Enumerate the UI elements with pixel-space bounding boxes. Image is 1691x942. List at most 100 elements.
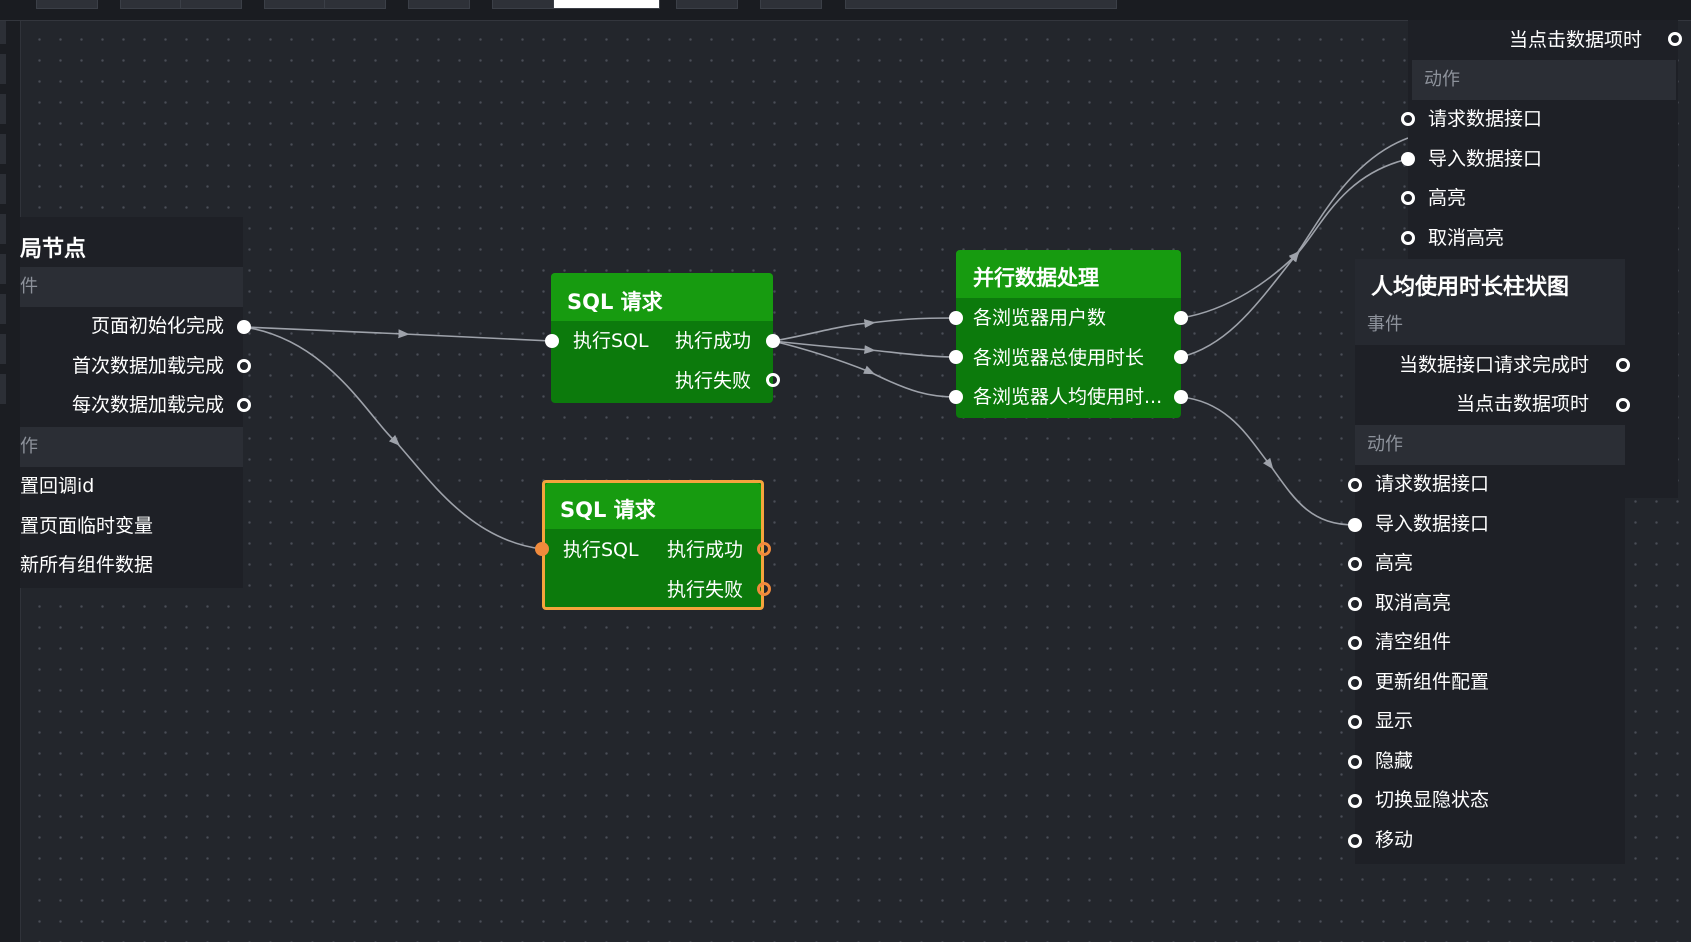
node-title: 人均使用时长柱状图 <box>1371 275 1570 300</box>
port-item1-in[interactable] <box>949 311 963 325</box>
left-toolbar-segment <box>0 14 6 44</box>
actions-section-header: 作 <box>20 427 243 467</box>
sql-request-node-selected[interactable]: SQL 请求 执行SQL 执行成功 执行失败 <box>542 480 764 610</box>
action-hide: 隐藏 <box>1375 750 1414 772</box>
event-each-load: 每次数据加载完成 <box>71 394 224 416</box>
left-toolbar <box>0 0 21 942</box>
port-show-in[interactable] <box>1348 715 1362 729</box>
port-page-init-out[interactable] <box>237 320 251 334</box>
action-request-api: 请求数据接口 <box>1375 473 1490 495</box>
port-item2-out[interactable] <box>1174 350 1188 364</box>
left-toolbar-segment <box>0 174 6 204</box>
action-show: 显示 <box>1375 710 1414 732</box>
node-header <box>545 483 761 529</box>
port-toggle-visibility-in[interactable] <box>1348 794 1362 808</box>
toolbar-search-box[interactable] <box>845 0 1117 9</box>
port-update-config-in[interactable] <box>1348 676 1362 690</box>
port-sql2-success[interactable] <box>757 542 771 556</box>
port-request-api-in[interactable] <box>1348 478 1362 492</box>
left-toolbar-segment <box>0 94 6 124</box>
bar-chart-node[interactable]: 人均使用时长柱状图 事件 当数据接口请求完成时 当点击数据项时 动作 请求数据接… <box>1355 259 1625 864</box>
port-api-complete-out[interactable] <box>1616 358 1630 372</box>
port-unhighlight-in[interactable] <box>1348 597 1362 611</box>
port-item3-in[interactable] <box>949 390 963 404</box>
port-item2-in[interactable] <box>949 350 963 364</box>
action-highlight: 高亮 <box>1375 552 1414 574</box>
toolbar-button[interactable] <box>264 0 326 9</box>
item-total-duration: 各浏览器总使用时长 <box>973 347 1145 369</box>
top-toolbar <box>0 0 1691 21</box>
node-title: SQL 请求 <box>567 290 663 314</box>
port-sql2-in[interactable] <box>535 542 549 556</box>
port-hide-in[interactable] <box>1348 755 1362 769</box>
node-title: SQL 请求 <box>560 498 656 522</box>
left-toolbar-segment <box>0 334 6 364</box>
left-toolbar-segment <box>0 374 6 404</box>
action-request-api: 请求数据接口 <box>1428 108 1543 130</box>
output-success: 执行成功 <box>674 330 751 352</box>
port-click-item-out[interactable] <box>1668 32 1682 46</box>
left-toolbar-segment <box>0 254 6 284</box>
toolbar-button[interactable] <box>676 0 738 9</box>
port-first-load-out[interactable] <box>237 359 251 373</box>
output-fail: 执行失败 <box>674 370 751 392</box>
action-set-callback: 置回调id <box>20 475 95 497</box>
global-node[interactable]: 局节点 件 页面初始化完成 首次数据加载完成 每次数据加载完成 作 置回调id … <box>20 217 243 588</box>
event-click-item: 当点击数据项时 <box>1508 29 1642 51</box>
output-fail: 执行失败 <box>666 579 743 601</box>
toolbar-button[interactable] <box>492 0 554 9</box>
item-user-count: 各浏览器用户数 <box>973 307 1107 329</box>
port-move-in[interactable] <box>1348 834 1362 848</box>
port-highlight-in[interactable] <box>1348 557 1362 571</box>
toolbar-button[interactable] <box>120 0 182 9</box>
events-section-header: 事件 <box>1355 305 1625 345</box>
item-avg-duration: 各浏览器人均使用时... <box>973 386 1163 408</box>
action-unhighlight: 取消高亮 <box>1375 592 1452 614</box>
port-item3-out[interactable] <box>1174 390 1188 404</box>
port-each-load-out[interactable] <box>237 398 251 412</box>
node-header <box>956 250 1181 298</box>
actions-section-header: 动作 <box>1355 425 1625 465</box>
event-page-init: 页面初始化完成 <box>90 315 224 337</box>
action-update-config: 更新组件配置 <box>1375 671 1490 693</box>
action-refresh-all: 新所有组件数据 <box>20 554 154 576</box>
node-title: 并行数据处理 <box>973 266 1099 290</box>
port-request-api-in[interactable] <box>1401 112 1415 126</box>
action-import-api: 导入数据接口 <box>1428 148 1543 170</box>
action-move: 移动 <box>1375 829 1414 851</box>
port-sql1-fail[interactable] <box>766 373 780 387</box>
action-highlight: 高亮 <box>1428 187 1467 209</box>
port-import-api-in[interactable] <box>1348 518 1362 532</box>
global-node-title: 局节点 <box>20 237 87 262</box>
toolbar-button[interactable] <box>760 0 822 9</box>
input-execute-sql: 执行SQL <box>563 539 639 561</box>
left-toolbar-segment <box>0 294 6 324</box>
action-unhighlight: 取消高亮 <box>1428 227 1505 249</box>
parallel-data-node[interactable]: 并行数据处理 各浏览器用户数 各浏览器总使用时长 各浏览器人均使用时... <box>956 250 1181 418</box>
toolbar-button[interactable] <box>180 0 242 9</box>
events-section-header: 件 <box>20 267 243 307</box>
toolbar-button[interactable] <box>36 0 98 9</box>
toolbar-active-input[interactable] <box>553 0 660 9</box>
port-sql1-success[interactable] <box>766 334 780 348</box>
port-import-api-in[interactable] <box>1401 152 1415 166</box>
port-sql2-fail[interactable] <box>757 582 771 596</box>
port-clear-in[interactable] <box>1348 636 1362 650</box>
action-toggle-visibility: 切换显隐状态 <box>1375 789 1490 811</box>
action-set-temp-var: 置页面临时变量 <box>20 515 154 537</box>
actions-section-header: 动作 <box>1412 60 1676 100</box>
left-toolbar-segment <box>0 214 6 244</box>
sql-request-node[interactable]: SQL 请求 执行SQL 执行成功 执行失败 <box>551 273 773 403</box>
node-header <box>551 273 773 321</box>
left-toolbar-segment <box>0 134 6 164</box>
toolbar-button[interactable] <box>408 0 470 9</box>
toolbar-button[interactable] <box>324 0 386 9</box>
port-unhighlight-in[interactable] <box>1401 231 1415 245</box>
action-import-api: 导入数据接口 <box>1375 513 1490 535</box>
port-sql1-in[interactable] <box>545 334 559 348</box>
port-highlight-in[interactable] <box>1401 191 1415 205</box>
port-item1-out[interactable] <box>1174 311 1188 325</box>
output-success: 执行成功 <box>666 539 743 561</box>
event-first-load: 首次数据加载完成 <box>71 355 224 377</box>
port-click-item-out[interactable] <box>1616 398 1630 412</box>
